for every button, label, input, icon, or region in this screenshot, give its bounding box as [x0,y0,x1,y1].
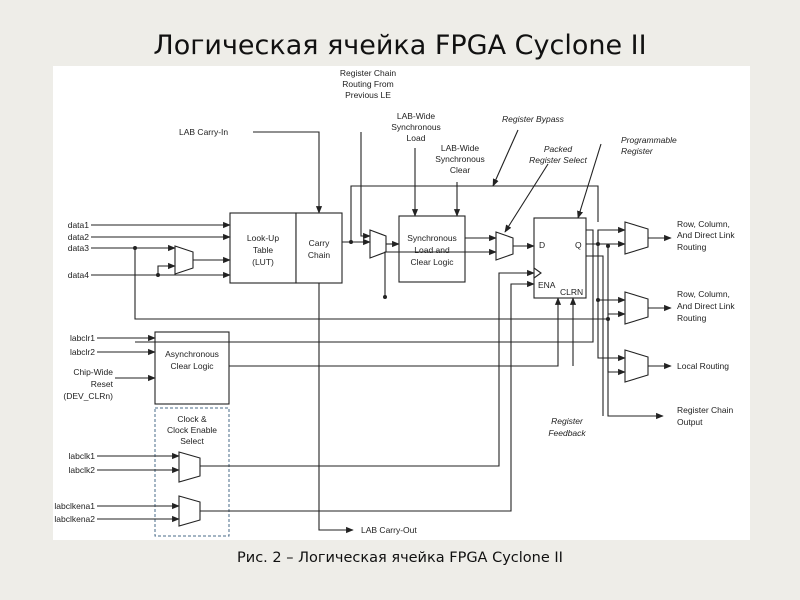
out1-line3: Routing [677,242,707,252]
data1-label: data1 [68,220,90,230]
mux-local [624,349,649,383]
sync-clear-line1: LAB-Wide [441,143,480,153]
reg-clrn-label: CLRN [560,287,583,297]
sync-load-clear-block [398,215,466,283]
chip-reset-line2: Reset [91,379,114,389]
lut-line2: Table [253,245,274,255]
lut-line3: (LUT) [252,257,274,267]
packed-select-line1: Packed [544,144,573,154]
mux-packed-select [495,231,514,261]
reg-q-label: Q [575,240,582,250]
feedback-line1: Register [551,416,584,426]
async-clear-block [154,331,230,405]
mux-clkena [178,495,201,527]
reg-ena-label: ENA [538,280,556,290]
sync-clear-line2: Synchronous [435,154,485,164]
out1-line2: And Direct Link [677,230,735,240]
mux-clk [178,451,201,483]
reg-chain-routing-line1: Register Chain [340,68,396,78]
labclkena2-label: labclkena2 [54,514,95,524]
chip-reset-line3: (DEV_CLRn) [63,391,113,401]
mux-out1 [624,221,649,255]
sync-clear-line3: Clear [450,165,470,175]
clk-block-line3: Select [180,436,204,446]
out1-line1: Row, Column, [677,219,730,229]
lut-line1: Look-Up [247,233,279,243]
sync-load-line3: Load [407,133,426,143]
sync-load-line1: LAB-Wide [397,111,436,121]
lab-carry-in-label: LAB Carry-In [179,127,228,137]
reg-d-label: D [539,240,545,250]
logic-cell-diagram: data1 data2 data3 data4 LAB Carry-In Reg… [53,66,750,540]
async-line1: Asynchronous [165,349,219,359]
clock-triangle [533,267,542,279]
clock-enable-block [154,407,230,537]
local-routing-label: Local Routing [677,361,729,371]
data2-label: data2 [68,232,90,242]
mux-out2 [624,291,649,325]
feedback-line2: Feedback [548,428,586,438]
sync-block-line1: Synchronous [407,233,457,243]
sync-block-line3: Clear Logic [411,257,455,267]
figure-caption: Рис. 2 – Логическая ячейка FPGA Cyclone … [237,550,563,566]
mux-chain-lut [369,229,387,259]
carry-chain-block [295,212,343,284]
out2-line3: Routing [677,313,707,323]
mux-data3-data4 [174,245,194,275]
async-line2: Clear Logic [171,361,215,371]
labclk1-label: labclk1 [69,451,96,461]
labclr2-label: labclr2 [70,347,95,357]
reg-chain-routing-line3: Previous LE [345,90,391,100]
register-bypass-label: Register Bypass [502,114,565,124]
lut-block [229,212,297,284]
labclkena1-label: labclkena1 [54,501,95,511]
labclk2-label: labclk2 [69,465,96,475]
programmable-line2: Register [621,146,654,156]
data3-label: data3 [68,243,90,253]
reg-chain-routing-line2: Routing From [342,79,394,89]
slide-title: Логическая ячейка FPGA Cyclone II [153,30,647,61]
sync-load-line2: Synchronous [391,122,441,132]
register-block [533,217,587,299]
packed-select-line2: Register Select [529,155,587,165]
out2-line2: And Direct Link [677,301,735,311]
labclr1-label: labclr1 [70,333,95,343]
sync-block-line2: Load and [414,245,450,255]
clk-block-line2: Clock Enable [167,425,217,435]
carry-out-label: LAB Carry-Out [361,525,417,535]
carry-line1: Carry [309,238,331,248]
diagram-canvas: data1 data2 data3 data4 LAB Carry-In Reg… [54,68,735,537]
out2-line1: Row, Column, [677,289,730,299]
chip-reset-line1: Chip-Wide [73,367,113,377]
programmable-line1: Programmable [621,135,677,145]
carry-line2: Chain [308,250,330,260]
clk-block-line1: Clock & [177,414,207,424]
data4-label: data4 [68,270,90,280]
chain-out-line1: Register Chain [677,405,733,415]
chain-out-line2: Output [677,417,703,427]
